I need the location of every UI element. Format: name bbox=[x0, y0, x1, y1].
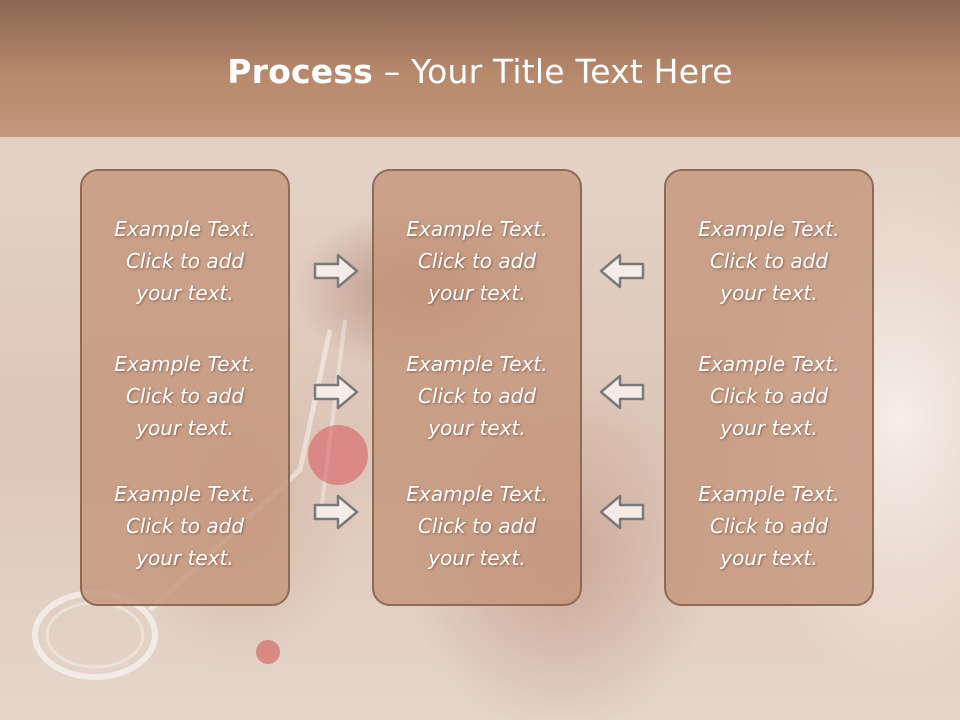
text-block-left-2[interactable]: Example Text. Click to add your text. bbox=[82, 348, 288, 444]
left-arrow-icon bbox=[599, 374, 645, 410]
text-line: Example Text. bbox=[698, 352, 840, 376]
text-block-center-1[interactable]: Example Text. Click to add your text. bbox=[374, 213, 580, 309]
text-line: Click to add bbox=[125, 384, 245, 408]
text-line: Click to add bbox=[125, 514, 245, 538]
text-line: Click to add bbox=[709, 249, 829, 273]
text-line: your text. bbox=[136, 281, 234, 305]
right-arrow-icon bbox=[313, 253, 359, 289]
slide-title-bold: Process bbox=[227, 52, 374, 91]
text-line: Click to add bbox=[417, 514, 537, 538]
process-box-left[interactable]: Example Text. Click to add your text. Ex… bbox=[80, 169, 290, 606]
text-line: Example Text. bbox=[698, 217, 840, 241]
text-line: Example Text. bbox=[406, 482, 548, 506]
text-line: Click to add bbox=[709, 384, 829, 408]
text-line: Example Text. bbox=[114, 482, 256, 506]
text-line: Click to add bbox=[709, 514, 829, 538]
slide-title[interactable]: Process – Your Title Text Here bbox=[0, 52, 960, 91]
text-block-left-1[interactable]: Example Text. Click to add your text. bbox=[82, 213, 288, 309]
text-line: Click to add bbox=[417, 249, 537, 273]
text-line: your text. bbox=[428, 546, 526, 570]
text-block-center-3[interactable]: Example Text. Click to add your text. bbox=[374, 478, 580, 574]
text-line: Example Text. bbox=[406, 217, 548, 241]
text-line: your text. bbox=[428, 281, 526, 305]
text-block-right-3[interactable]: Example Text. Click to add your text. bbox=[666, 478, 872, 574]
right-arrow-icon bbox=[313, 374, 359, 410]
title-underband bbox=[0, 137, 960, 167]
text-line: your text. bbox=[720, 416, 818, 440]
process-box-right[interactable]: Example Text. Click to add your text. Ex… bbox=[664, 169, 874, 606]
text-line: Click to add bbox=[125, 249, 245, 273]
process-box-center[interactable]: Example Text. Click to add your text. Ex… bbox=[372, 169, 582, 606]
text-line: Example Text. bbox=[114, 217, 256, 241]
text-line: your text. bbox=[428, 416, 526, 440]
text-line: Example Text. bbox=[698, 482, 840, 506]
text-block-right-2[interactable]: Example Text. Click to add your text. bbox=[666, 348, 872, 444]
text-line: Example Text. bbox=[114, 352, 256, 376]
text-block-right-1[interactable]: Example Text. Click to add your text. bbox=[666, 213, 872, 309]
text-line: Click to add bbox=[417, 384, 537, 408]
text-line: your text. bbox=[720, 281, 818, 305]
slide-title-rest: – Your Title Text Here bbox=[373, 52, 733, 91]
text-line: your text. bbox=[136, 416, 234, 440]
left-arrow-icon bbox=[599, 494, 645, 530]
text-line: Example Text. bbox=[406, 352, 548, 376]
title-bar bbox=[0, 0, 960, 137]
text-line: your text. bbox=[720, 546, 818, 570]
text-block-left-3[interactable]: Example Text. Click to add your text. bbox=[82, 478, 288, 574]
right-arrow-icon bbox=[313, 494, 359, 530]
left-arrow-icon bbox=[599, 253, 645, 289]
text-block-center-2[interactable]: Example Text. Click to add your text. bbox=[374, 348, 580, 444]
text-line: your text. bbox=[136, 546, 234, 570]
